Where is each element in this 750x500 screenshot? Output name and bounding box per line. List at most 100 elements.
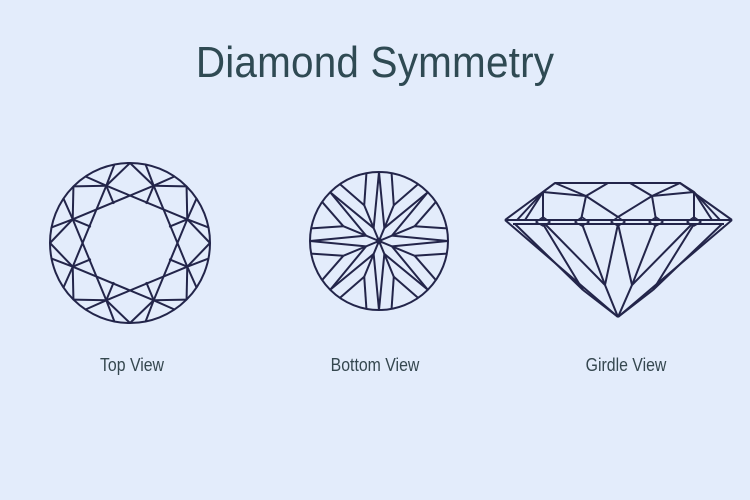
pavilion-main-edge [372, 171, 380, 229]
upper-girdle-facet [62, 266, 74, 288]
lower-girdle-facet [339, 183, 365, 207]
star-facet [72, 218, 92, 228]
pavilion-facet [617, 289, 654, 318]
crown-facet [580, 195, 587, 221]
pavilion-main-edge [383, 191, 429, 229]
pavilion-facet [631, 223, 693, 286]
bezel-facet-edge [153, 298, 187, 302]
lower-girdle-facet [393, 183, 419, 207]
pavilion-facet [652, 223, 723, 291]
pavilion-main-edge [309, 234, 367, 242]
bezel-facet-edge [105, 162, 131, 187]
pavilion-main-edge [378, 253, 386, 311]
pavilion-main-edge [378, 171, 386, 229]
girdle-facet [535, 216, 551, 227]
pavilion-main-edge [329, 253, 375, 291]
upper-girdle-facet [105, 299, 116, 322]
upper-girdle-facet [186, 218, 209, 229]
bezel-facet-edge [186, 218, 211, 244]
girdle-view-diagram [504, 182, 733, 318]
upper-girdle-facet [51, 257, 74, 268]
pavilion-facet [604, 223, 619, 286]
crown-facet [651, 195, 657, 221]
table-square [71, 184, 189, 302]
lower-girdle-facet [414, 252, 447, 257]
bezel-facet-edge [185, 266, 189, 300]
pavilion-facet [617, 284, 633, 318]
pavilion-main-edge [329, 191, 375, 229]
lower-girdle-facet [413, 255, 437, 281]
lower-girdle-facet [339, 275, 365, 299]
girdle-facet [610, 216, 626, 227]
pavilion-facet [581, 223, 606, 286]
pavilion-main-edge [391, 240, 449, 248]
pavilion-main-edge [391, 245, 429, 291]
bezel-facet-edge [71, 186, 75, 220]
bezel-facet-edge [105, 299, 131, 324]
pavilion-facet [617, 223, 633, 286]
upper-girdle-facet [144, 299, 155, 322]
lower-girdle-facet [390, 276, 395, 309]
pavilion-facet [514, 223, 584, 291]
girdle-facet [574, 216, 590, 227]
top-view-label: Top View [100, 355, 164, 375]
star-facet [168, 218, 188, 228]
upper-girdle-facet [51, 218, 74, 229]
crown-facet [629, 182, 653, 197]
bezel-facet-edge [49, 242, 74, 268]
lower-girdle-facet [321, 201, 345, 227]
bezel-facet-edge [129, 162, 155, 187]
bezel-facet-edge [186, 242, 211, 268]
lower-girdle-facet [414, 225, 447, 230]
pavilion-ridge [363, 204, 380, 242]
pavilion-facet [542, 223, 584, 291]
bezel-facet-edge [129, 299, 155, 324]
pavilion-facet [631, 223, 657, 286]
crown-facet [585, 182, 609, 197]
girdle-view-label: Girdle View [585, 355, 667, 375]
pavilion-ridge [378, 240, 416, 257]
lower-girdle-facet [363, 173, 368, 206]
girdle-facet [648, 216, 664, 227]
lower-girdle-facet [311, 225, 344, 230]
bezel-facet-edge [73, 184, 107, 188]
pavilion-ridge [378, 204, 395, 242]
pavilion-main-edge [329, 191, 367, 237]
pavilion-facet [652, 223, 695, 291]
pavilion-ridge [378, 240, 395, 278]
pavilion-main-edge [383, 253, 429, 291]
lower-girdle-facet [363, 276, 368, 309]
lower-girdle-facet [413, 201, 437, 227]
upper-girdle-facet [153, 299, 175, 311]
upper-girdle-facet [153, 175, 175, 187]
upper-girdle-facet [85, 299, 107, 311]
pavilion-main-edge [372, 253, 380, 311]
bottom-view-label: Bottom View [330, 355, 420, 375]
upper-girdle-facet [85, 175, 107, 187]
pavilion-main-edge [309, 240, 367, 248]
pavilion-main-edge [391, 191, 429, 237]
crown-facet [651, 182, 681, 197]
pavilion-main-edge [329, 245, 367, 291]
crown-facet [693, 191, 713, 221]
pavilion-ridge [378, 225, 416, 242]
upper-girdle-facet [105, 164, 116, 187]
bezel-facet-edge [185, 186, 189, 220]
upper-girdle-facet [186, 198, 198, 220]
star-facet [72, 258, 92, 268]
lower-girdle-facet [311, 252, 344, 257]
bezel-facet-edge [73, 298, 107, 302]
star-facet [105, 281, 115, 301]
bottom-view-diagram [309, 171, 449, 311]
bezel-facet-edge [153, 184, 187, 188]
top-view-diagram [49, 162, 211, 324]
upper-girdle-facet [186, 266, 198, 288]
lower-girdle-facet [321, 255, 345, 281]
crown-outline [504, 182, 733, 221]
star-facet [145, 185, 155, 205]
star-facet [105, 185, 115, 205]
crown-facet [542, 191, 695, 218]
upper-girdle-facet [144, 164, 155, 187]
upper-girdle-facet [62, 198, 74, 220]
